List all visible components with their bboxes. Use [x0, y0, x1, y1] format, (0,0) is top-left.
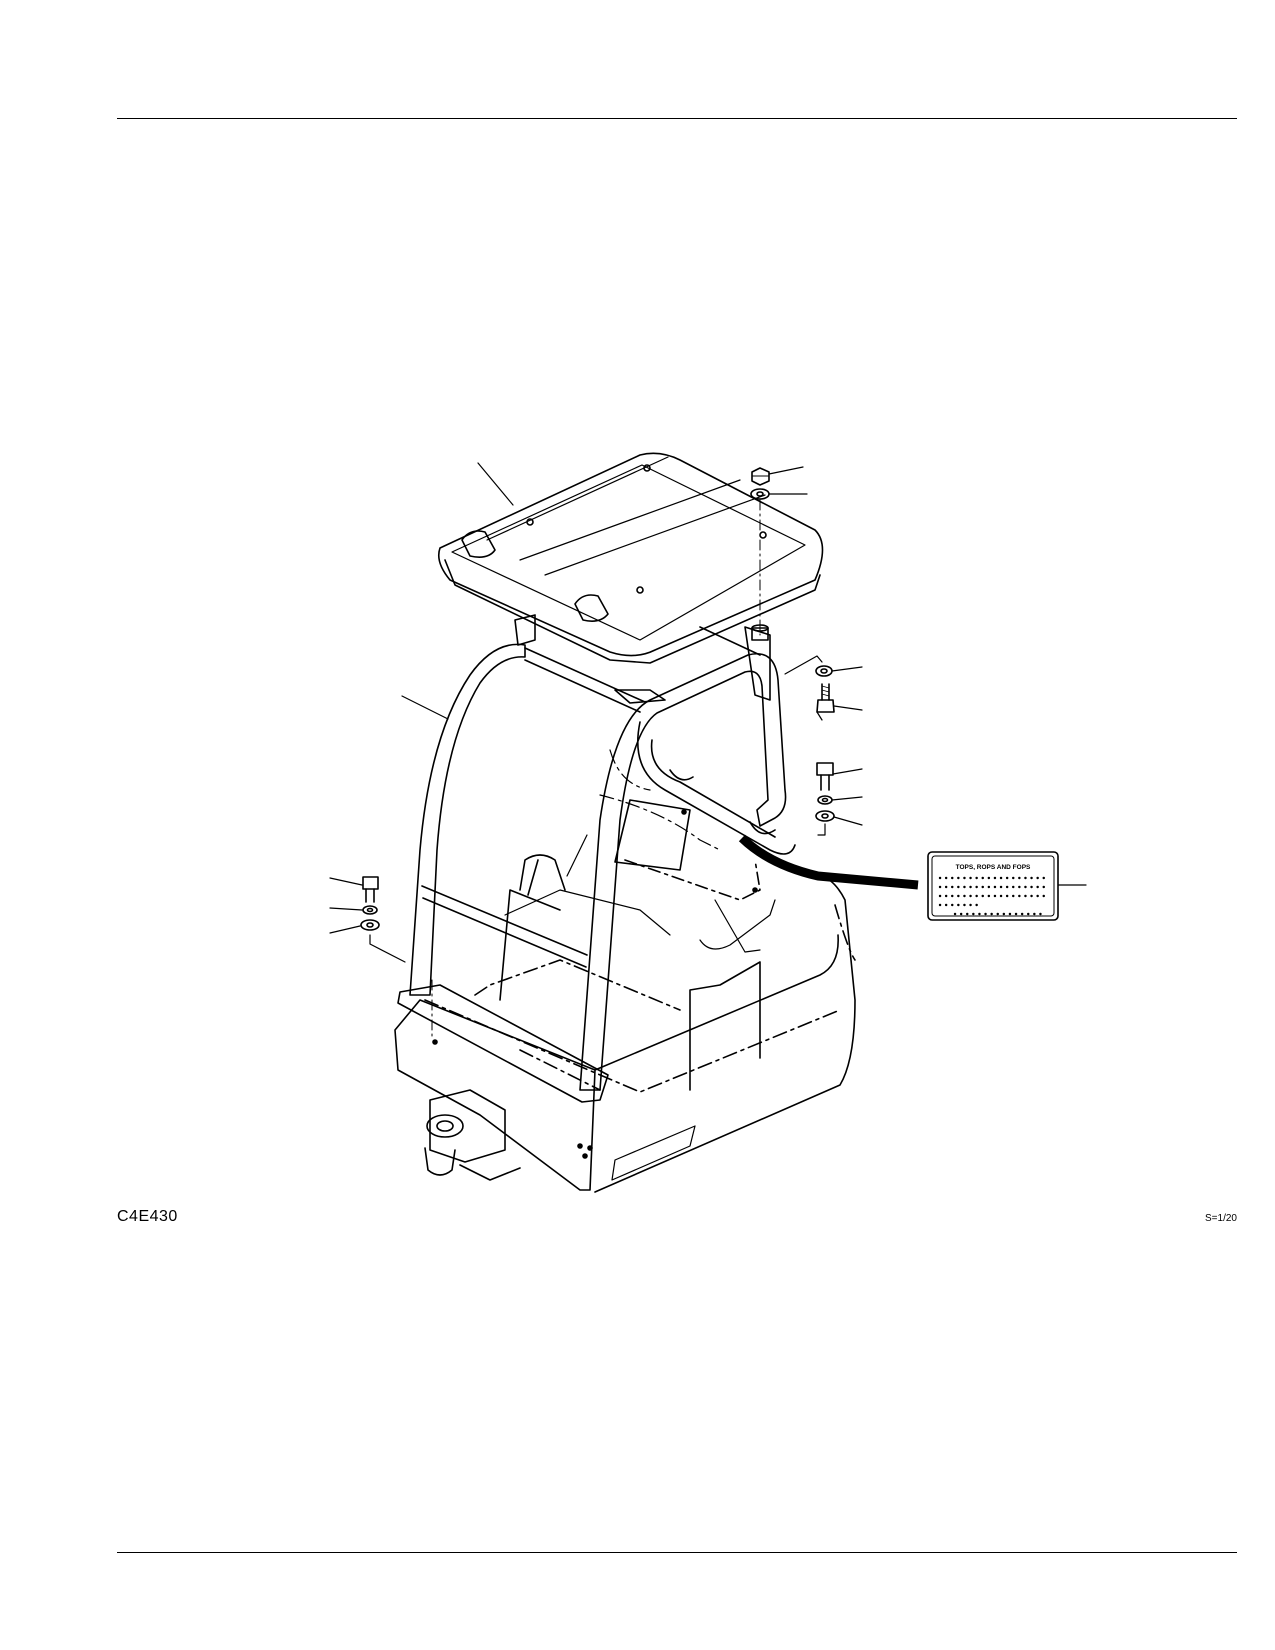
fastener-spacer-top	[751, 624, 769, 641]
leader-bolt-right-1	[833, 705, 863, 711]
bottom-rule	[117, 1552, 1237, 1553]
leader-lockwasher-right	[831, 796, 863, 801]
leader-lockwasher-left	[329, 907, 363, 911]
fastener-lockwasher-right	[817, 795, 833, 805]
decal-title: TOPS, ROPS AND FOPS	[956, 864, 1031, 871]
figure-code: C4E430	[117, 1208, 178, 1225]
scale-note: S=1/20	[1205, 1213, 1237, 1224]
fastener-washer-right-2	[815, 810, 835, 822]
leader-washer-right-1	[831, 666, 863, 672]
top-rule	[117, 118, 1237, 119]
fastener-washer-left	[360, 919, 380, 931]
machine-body	[394, 749, 856, 1193]
leader-seat	[566, 834, 588, 877]
leader-washer-left	[329, 925, 361, 934]
leader-nut-top	[768, 466, 804, 475]
leader-washer-right-2	[833, 816, 863, 826]
fastener-bolt-right-2	[816, 762, 834, 791]
leader-roof	[477, 462, 514, 506]
decal-pointer-line	[738, 834, 919, 890]
decal-plate	[927, 851, 1059, 921]
leader-frame	[401, 695, 449, 720]
leader-left-bracket	[369, 934, 406, 963]
fastener-bolt-right-1	[816, 683, 835, 713]
fastener-washer-right-1	[815, 665, 833, 677]
fastener-bolt-left	[362, 876, 379, 903]
leader-bracket-lower	[816, 711, 823, 721]
rops-frame	[397, 614, 796, 1103]
leader-bracket-upper	[784, 655, 823, 675]
leader-bracket-side	[817, 823, 826, 836]
leader-bolt-left	[329, 877, 363, 886]
fastener-nut-top	[751, 467, 770, 486]
fastener-washer-top	[750, 488, 770, 500]
decal-dot-lines	[938, 876, 1047, 916]
leader-bolt-right-2	[832, 768, 863, 775]
fastener-lockwasher-left	[362, 905, 378, 915]
canopy-roof	[437, 452, 824, 664]
